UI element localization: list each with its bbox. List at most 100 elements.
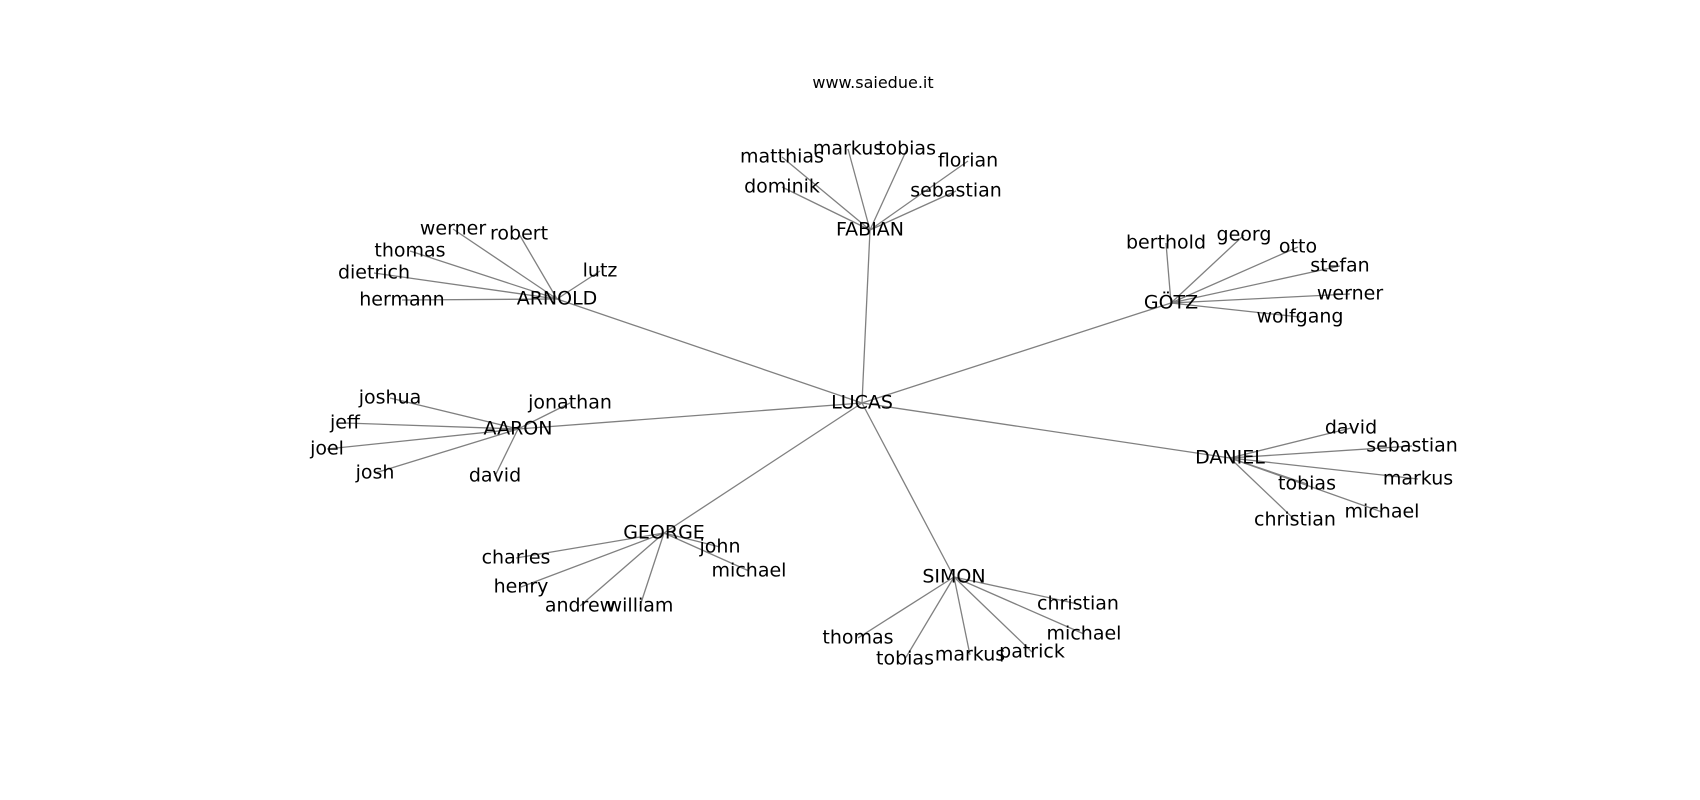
hub-simon-label: SIMON bbox=[922, 566, 985, 588]
edge-hub-daniel-leaf bbox=[1229, 457, 1419, 480]
leaf-node-label: john bbox=[699, 536, 741, 558]
leaf-node-label: sebastian bbox=[1366, 435, 1458, 457]
edge-hub-arnold-leaf bbox=[556, 270, 601, 300]
edge-root-hub-arnold bbox=[556, 298, 863, 404]
leaf-node-label: david bbox=[1325, 417, 1377, 439]
leaf-node-label: werner bbox=[1317, 283, 1383, 305]
leaf-node-label: jonathan bbox=[527, 392, 612, 414]
edge-hub-george-leaf bbox=[663, 532, 721, 548]
edge-hub-arnold-leaf bbox=[409, 250, 558, 300]
leaf-node-label: berthold bbox=[1126, 232, 1206, 254]
edge-hub-george-leaf bbox=[579, 532, 665, 607]
edge-hub-gotz-leaf bbox=[1165, 242, 1172, 304]
edge-hub-fabian-leaf bbox=[781, 186, 871, 231]
leaf-node-label: thomas bbox=[822, 627, 893, 649]
edge-hub-arnold-leaf bbox=[401, 298, 558, 301]
edge-hub-gotz-leaf bbox=[1170, 234, 1245, 304]
edge-hub-george-leaf bbox=[639, 532, 665, 607]
site-watermark: www.saiedue.it bbox=[812, 73, 933, 92]
edge-hub-george-leaf bbox=[520, 532, 665, 588]
leaf-node-label: jeff bbox=[329, 412, 361, 434]
leaf-node-label: josh bbox=[355, 462, 395, 484]
leaf-node-label: dominik bbox=[744, 176, 820, 198]
edge-hub-gotz-leaf bbox=[1170, 246, 1299, 304]
edge-hub-daniel-leaf bbox=[1229, 457, 1383, 513]
hub-gotz-label: GÖTZ bbox=[1144, 291, 1198, 314]
hub-george-label: GEORGE bbox=[623, 522, 705, 544]
leaf-node-label: christian bbox=[1254, 509, 1336, 531]
edge-hub-simon-leaf bbox=[953, 576, 1033, 653]
leaf-node-label: markus bbox=[1383, 468, 1453, 490]
edge-hub-aaron-leaf bbox=[494, 428, 519, 477]
edge-hub-george-leaf bbox=[515, 532, 665, 559]
leaf-node-label: william bbox=[607, 595, 674, 617]
edge-root-hub-aaron bbox=[517, 402, 863, 430]
edge-hub-arnold-leaf bbox=[373, 272, 558, 300]
leaf-node-label: tobias bbox=[876, 648, 934, 670]
edge-hub-simon-leaf bbox=[953, 576, 971, 656]
edge-hub-fabian-leaf bbox=[781, 156, 871, 231]
edge-hub-daniel-leaf bbox=[1229, 445, 1413, 459]
edge-hub-daniel-leaf bbox=[1229, 427, 1352, 459]
edge-hub-simon-leaf bbox=[953, 576, 1079, 605]
leaf-node-label: christian bbox=[1037, 593, 1119, 615]
edge-hub-arnold-leaf bbox=[452, 228, 558, 300]
edge-hub-daniel-leaf bbox=[1229, 457, 1296, 521]
edge-root-hub-simon bbox=[861, 402, 955, 578]
leaf-node-label: florian bbox=[938, 150, 998, 172]
edge-hub-fabian-leaf bbox=[847, 148, 871, 231]
edge-hub-fabian-leaf bbox=[869, 190, 957, 231]
leaf-node-label: david bbox=[469, 465, 521, 487]
leaf-node-label: andrew bbox=[545, 595, 615, 617]
leaf-node-label: matthias bbox=[740, 146, 824, 168]
root-node-label: LUCAS bbox=[831, 392, 893, 414]
leaf-node-label: georg bbox=[1217, 224, 1272, 246]
edge-hub-gotz-leaf bbox=[1170, 302, 1301, 318]
edge-root-hub-fabian bbox=[861, 229, 871, 404]
leaf-node-label: hermann bbox=[359, 289, 444, 311]
leaf-node-label: patrick bbox=[999, 641, 1065, 663]
edge-root-hub-george bbox=[663, 402, 863, 534]
leaf-node-label: markus bbox=[935, 644, 1005, 666]
leaf-node-label: thomas bbox=[374, 240, 445, 262]
leaf-node-label: joshua bbox=[358, 387, 422, 409]
leaf-node-label: stefan bbox=[1310, 255, 1369, 277]
graph-labels: LUCASFABIANmatthiasmarkustobiasfloriando… bbox=[309, 138, 1458, 670]
edge-hub-simon-leaf bbox=[857, 576, 955, 639]
hub-aaron-label: AARON bbox=[484, 418, 553, 440]
edge-hub-aaron-leaf bbox=[344, 422, 519, 430]
edge-hub-simon-leaf bbox=[953, 576, 1085, 635]
leaf-node-label: markus bbox=[813, 138, 883, 160]
leaf-node-label: charles bbox=[482, 547, 551, 569]
edge-root-hub-daniel bbox=[861, 402, 1231, 459]
edge-hub-arnold-leaf bbox=[518, 233, 558, 300]
edge-hub-aaron-leaf bbox=[517, 402, 571, 430]
leaf-node-label: sebastian bbox=[910, 180, 1002, 202]
leaf-node-label: lutz bbox=[583, 260, 618, 282]
leaf-node-label: michael bbox=[1345, 501, 1420, 523]
hub-daniel-label: DANIEL bbox=[1195, 447, 1265, 469]
leaf-node-label: dietrich bbox=[338, 262, 410, 284]
edge-hub-gotz-leaf bbox=[1170, 265, 1341, 304]
hub-arnold-label: ARNOLD bbox=[517, 288, 598, 310]
edge-hub-gotz-leaf bbox=[1170, 293, 1351, 304]
edge-root-hub-gotz bbox=[861, 302, 1172, 404]
hub-fabian-label: FABIAN bbox=[836, 219, 904, 241]
leaf-node-label: otto bbox=[1279, 236, 1317, 258]
leaf-node-label: michael bbox=[712, 560, 787, 582]
edge-hub-fabian-leaf bbox=[869, 160, 969, 231]
leaf-node-label: michael bbox=[1047, 623, 1122, 645]
leaf-node-label: wolfgang bbox=[1257, 306, 1344, 328]
leaf-node-label: joel bbox=[309, 438, 344, 460]
leaf-node-label: robert bbox=[490, 223, 548, 245]
edge-hub-aaron-leaf bbox=[374, 428, 519, 474]
leaf-node-label: tobias bbox=[1278, 473, 1336, 495]
leaf-node-label: tobias bbox=[878, 138, 936, 160]
leaf-node-label: henry bbox=[494, 576, 549, 598]
graph-edges bbox=[326, 148, 1419, 660]
edge-hub-george-leaf bbox=[663, 532, 750, 572]
edge-hub-fabian-leaf bbox=[869, 148, 908, 231]
leaf-node-label: werner bbox=[420, 218, 486, 240]
edge-hub-aaron-leaf bbox=[389, 397, 519, 430]
